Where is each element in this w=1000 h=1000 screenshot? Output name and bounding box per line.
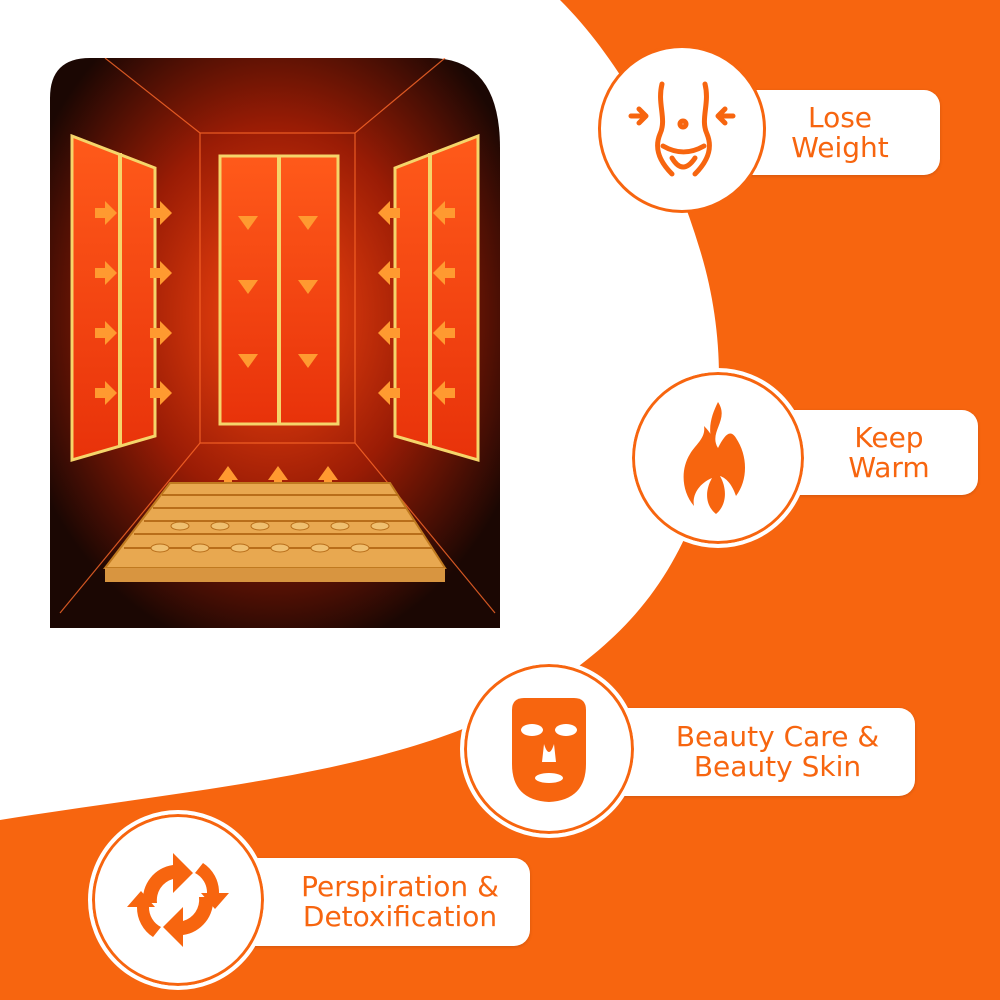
recycle-arrows-icon	[88, 810, 268, 990]
face-mask-icon	[460, 660, 638, 838]
sauna-interior-illustration	[50, 58, 500, 628]
flame-icon	[628, 368, 808, 548]
waist-icon	[598, 45, 766, 213]
